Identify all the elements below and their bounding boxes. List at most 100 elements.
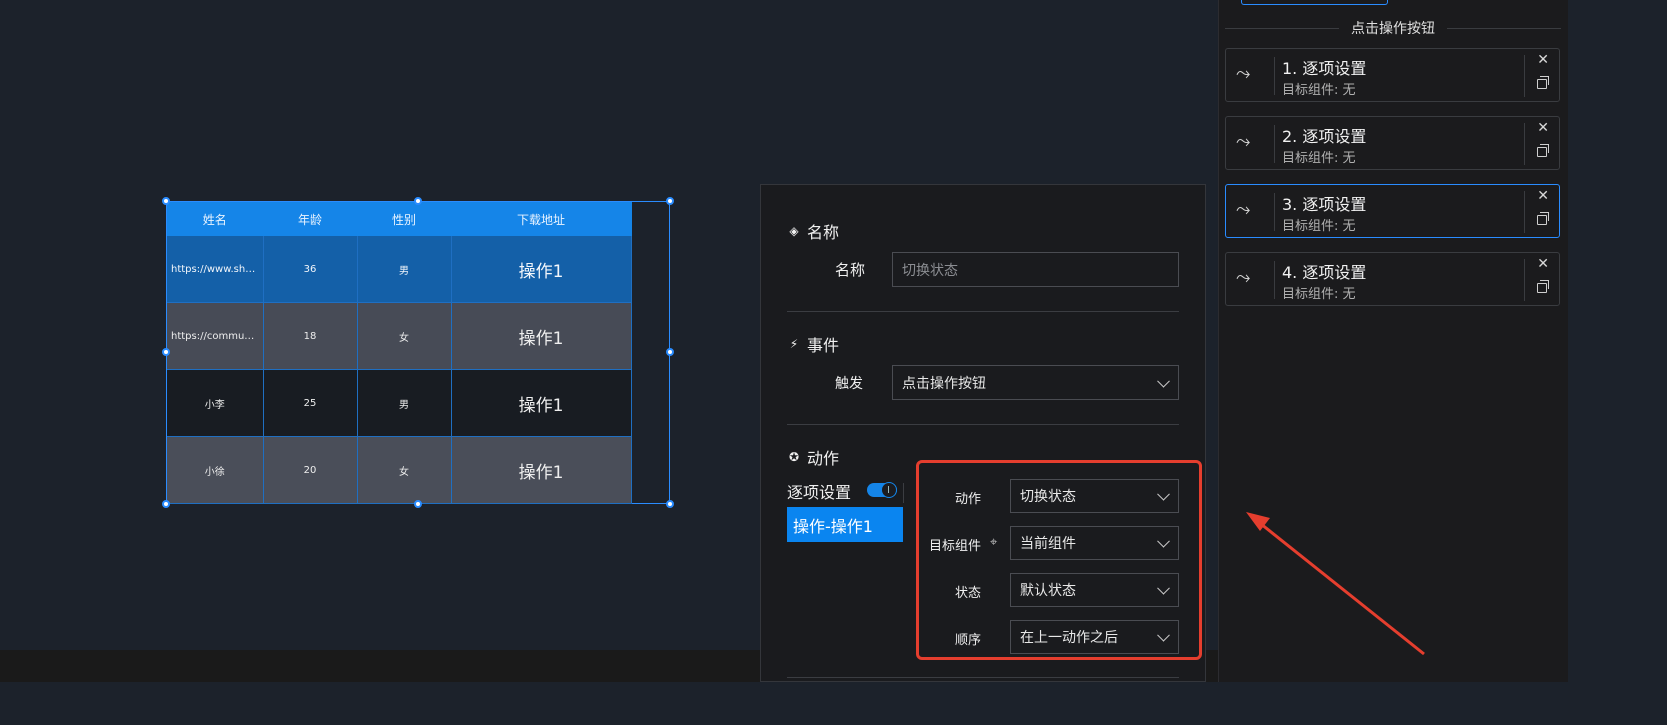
divider: [787, 311, 1179, 312]
step-item-operation1[interactable]: 操作-操作1: [787, 507, 903, 542]
action-section-title: ✪ 动作: [788, 449, 840, 468]
event-section-title: ⚡ 事件: [787, 332, 839, 356]
resize-handle-bottom[interactable]: [414, 500, 422, 508]
action-card[interactable]: ⤳ 4. 逐项设置 目标组件: 无 ✕: [1225, 252, 1560, 306]
flow-icon: ⤳: [1236, 63, 1251, 84]
cell-age: 18: [263, 302, 358, 370]
toggle-knob: [881, 482, 897, 498]
cell-operation[interactable]: 操作1: [451, 302, 632, 370]
cell-age: 25: [263, 369, 358, 437]
sidebar-header-text: 点击操作按钮: [1351, 21, 1435, 37]
header-age: 年龄: [263, 202, 358, 236]
action-card-target: 目标组件: 无: [1282, 83, 1356, 98]
cell-name: 小李: [167, 369, 264, 437]
cell-operation[interactable]: 操作1: [451, 369, 632, 437]
step-setting-label: 逐项设置: [787, 483, 852, 502]
action-card-title: 1. 逐项设置: [1282, 59, 1367, 78]
flow-icon: ⤳: [1236, 131, 1251, 152]
target-select[interactable]: 当前组件: [1010, 526, 1179, 560]
action-card-selected[interactable]: ⤳ 3. 逐项设置 目标组件: 无 ✕: [1225, 184, 1560, 238]
header-gender: 性别: [357, 202, 452, 236]
action-icon: ✪: [788, 450, 800, 464]
chevron-down-icon: [1157, 534, 1170, 548]
trigger-value: 点击操作按钮: [902, 375, 986, 392]
chevron-down-icon: [1157, 628, 1170, 642]
trigger-select[interactable]: 点击操作按钮: [892, 365, 1179, 400]
name-input[interactable]: 切换状态: [892, 252, 1179, 287]
copy-icon[interactable]: [1537, 212, 1549, 225]
action-card[interactable]: ⤳ 2. 逐项设置 目标组件: 无 ✕: [1225, 116, 1560, 170]
resize-handle-right[interactable]: [666, 348, 674, 356]
flow-icon: ⤳: [1236, 267, 1251, 288]
close-icon[interactable]: ✕: [1537, 256, 1549, 272]
divider: [787, 677, 1179, 678]
state-select[interactable]: 默认状态: [1010, 573, 1179, 607]
target-value: 当前组件: [1020, 536, 1076, 552]
cell-gender: 男: [357, 236, 452, 303]
action-card-title: 2. 逐项设置: [1282, 127, 1367, 146]
cell-operation[interactable]: 操作1: [451, 436, 632, 504]
action-select[interactable]: 切换状态: [1010, 479, 1179, 513]
locate-icon[interactable]: ⌖: [990, 535, 998, 550]
cell-gender: 女: [357, 302, 452, 370]
action-card-title: 3. 逐项设置: [1282, 195, 1367, 214]
name-label: 名称: [834, 261, 865, 279]
resize-handle-top-right[interactable]: [666, 197, 674, 205]
cell-name: 小徐: [167, 436, 264, 504]
divider: [903, 483, 904, 503]
order-value: 在上一动作之后: [1020, 630, 1118, 646]
diamond-icon: ◈: [789, 224, 799, 238]
table-component[interactable]: 姓名 年龄 性别 下载地址 https://www.sha... 36 男 操作…: [166, 201, 670, 504]
header-download: 下载地址: [451, 202, 632, 236]
close-icon[interactable]: ✕: [1537, 120, 1549, 136]
action-card[interactable]: ⤳ 1. 逐项设置 目标组件: 无 ✕: [1225, 48, 1560, 102]
divider: [787, 424, 1179, 425]
table-row: 小李 25 男 操作1: [167, 369, 632, 437]
flow-icon: ⤳: [1236, 199, 1251, 220]
close-icon[interactable]: ✕: [1537, 188, 1549, 204]
data-table: 姓名 年龄 性别 下载地址 https://www.sha... 36 男 操作…: [167, 202, 632, 504]
chevron-down-icon: [1157, 581, 1170, 595]
resize-handle-top[interactable]: [414, 197, 422, 205]
order-select[interactable]: 在上一动作之后: [1010, 620, 1179, 654]
action-card-title: 4. 逐项设置: [1282, 263, 1367, 282]
cell-name: https://commun...: [167, 302, 264, 370]
name-section-title: ◈ 名称: [787, 219, 839, 243]
resize-handle-bottom-left[interactable]: [162, 500, 170, 508]
table-row: https://www.sha... 36 男 操作1: [167, 236, 632, 303]
action-card-target: 目标组件: 无: [1282, 151, 1356, 166]
cell-gender: 女: [357, 436, 452, 504]
action-card-target: 目标组件: 无: [1282, 287, 1356, 302]
action-card-target: 目标组件: 无: [1282, 219, 1356, 234]
chevron-down-icon: [1157, 374, 1170, 388]
cell-name: https://www.sha...: [167, 236, 264, 303]
top-button[interactable]: [1241, 0, 1388, 5]
copy-icon[interactable]: [1537, 144, 1549, 157]
cell-gender: 男: [357, 369, 452, 437]
action-label: 动作: [954, 492, 981, 507]
highlight-box: [916, 460, 1202, 660]
resize-handle-bottom-right[interactable]: [666, 500, 674, 508]
copy-icon[interactable]: [1537, 280, 1549, 293]
step-setting-toggle[interactable]: [867, 482, 897, 498]
action-value: 切换状态: [1020, 489, 1076, 505]
header-name: 姓名: [167, 202, 264, 236]
sidebar-header: 点击操作按钮: [1225, 18, 1561, 38]
cell-operation[interactable]: 操作1: [451, 236, 632, 303]
copy-icon[interactable]: [1537, 76, 1549, 89]
interaction-panel: ◈ 名称 名称 切换状态 ⚡ 事件 触发 点击操作按钮 ✪ 动作 逐项设置 操作…: [760, 184, 1206, 682]
trigger-label: 触发: [835, 376, 863, 392]
table-header-row: 姓名 年龄 性别 下载地址: [167, 202, 632, 236]
state-label: 状态: [954, 586, 981, 601]
table-row: https://commun... 18 女 操作1: [167, 302, 632, 370]
close-icon[interactable]: ✕: [1537, 52, 1549, 68]
chevron-down-icon: [1157, 487, 1170, 501]
resize-handle-left[interactable]: [162, 348, 170, 356]
table-row: 小徐 20 女 操作1: [167, 436, 632, 504]
cell-age: 36: [263, 236, 358, 303]
action-list-sidebar: 点击操作按钮 ⤳ 1. 逐项设置 目标组件: 无 ✕ ⤳ 2. 逐项设置 目标组…: [1218, 0, 1568, 682]
resize-handle-top-left[interactable]: [162, 197, 170, 205]
order-label: 顺序: [954, 633, 981, 648]
target-label: 目标组件: [928, 539, 981, 554]
cell-age: 20: [263, 436, 358, 504]
